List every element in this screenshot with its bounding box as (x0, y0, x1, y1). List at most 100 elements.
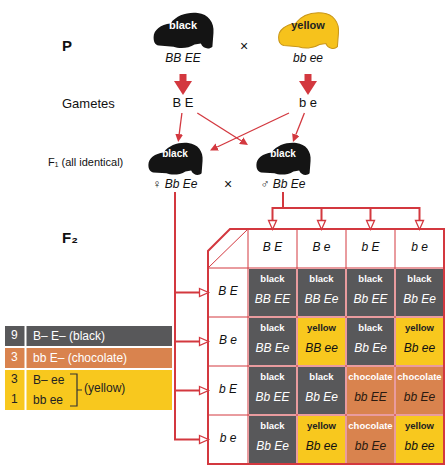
node-label: B E (209, 285, 247, 299)
legend-swatch: B– E– (black) (5, 326, 172, 346)
f1-dog: black ♂ Bb Ee (248, 142, 318, 192)
punnett-header: B e (209, 318, 247, 365)
connector-arrow (197, 113, 241, 141)
node-label: black (249, 421, 296, 432)
genotype-text: Bb Ee (249, 440, 296, 454)
node-label: b e (209, 432, 247, 446)
node-label: black (248, 148, 318, 160)
legend-swatch: bb E– (chocolate) (5, 348, 172, 368)
parent-dog: black BB EE (145, 12, 221, 74)
genotype-text: BB Ee (249, 342, 296, 356)
punnett-grid (208, 229, 444, 464)
text-label: (yellow) (84, 382, 125, 396)
punnett-cell: chocolatebb Ee (396, 367, 443, 414)
node-label: black (140, 148, 210, 160)
genotype-text: bb ee (396, 440, 443, 454)
f1-dog: black ♀ Bb Ee (140, 142, 210, 192)
connector-arrow (175, 192, 199, 440)
genotype-text: ♂ Bb Ee (248, 178, 318, 192)
punnett-cell: black Bb EE (249, 367, 296, 414)
node-label: black (249, 323, 296, 334)
punnett-header: b e (396, 230, 443, 267)
connector-arrow (273, 192, 284, 220)
node-label: black (298, 372, 345, 383)
punnett-cell: yellow Bb ee (396, 318, 443, 365)
genotype-text: Bb Ee (298, 391, 345, 405)
node-label: B e (298, 241, 345, 255)
node-label: B E (163, 96, 203, 111)
punnett-cell: blackBB Ee (298, 269, 345, 316)
legend-text: bb E– (chocolate) (33, 351, 127, 365)
punnett-border (208, 229, 444, 464)
punnett-cell: black Bb Ee (298, 367, 345, 414)
punnett-cell: black BB EE (249, 269, 296, 316)
node-label: yellow (298, 421, 345, 432)
node-label: chocolate (396, 372, 443, 383)
genotype-text: bb ee (270, 52, 346, 66)
gamete: b e (288, 95, 328, 113)
punnett-cell: blackBb Ee (347, 318, 394, 365)
genotype-text: Bb ee (396, 342, 443, 356)
connector-arrow (283, 192, 371, 220)
connector-arrow (283, 192, 322, 220)
node-label: yellow (396, 323, 443, 334)
punnett-cell: black BB Ee (249, 318, 296, 365)
genotype-text: Bb EE (249, 391, 296, 405)
node-label: B e (209, 334, 247, 348)
punnett-cell: yellowBB ee (298, 318, 345, 365)
genotype-text: bb EE (347, 391, 394, 405)
node-label: black (396, 274, 443, 285)
punnett-cell: black Bb Ee (396, 269, 443, 316)
genotype-text: BB EE (249, 293, 296, 307)
node-label: yellow (298, 323, 345, 334)
legend-text: B– E– (black) (33, 329, 105, 343)
node-label: black (347, 274, 394, 285)
connector-arrow (217, 113, 289, 147)
text-label: 1 (11, 393, 18, 407)
gamete: B E (163, 95, 203, 113)
corner-diagonal (208, 229, 248, 268)
node-label: yellow (270, 19, 346, 32)
node-label: black (347, 323, 394, 334)
text-label: 3 (11, 351, 18, 365)
genotype-text: Bb Ee (396, 293, 443, 307)
punnett-header: B E (209, 269, 247, 316)
node-label: black (249, 274, 296, 285)
legend-separator (25, 326, 27, 410)
legend-text: B– ee (33, 373, 64, 387)
connector-arrow (296, 113, 305, 135)
genotype-text: bb Ee (347, 440, 394, 454)
node-label: black (249, 372, 296, 383)
node-label: b e (396, 241, 443, 255)
text-label: 3 (11, 373, 18, 387)
connector-arrow (305, 74, 312, 81)
node-label: b E (347, 241, 394, 255)
genotype-text: Bb EE (347, 293, 394, 307)
node-label: chocolate (347, 372, 394, 383)
text-label: Gametes (62, 97, 115, 112)
node-label: black (145, 19, 221, 32)
node-label: b E (209, 383, 247, 397)
legend-text: bb ee (33, 393, 63, 407)
connector-arrow (175, 192, 199, 293)
text-label: F₁ (all identical) (48, 156, 123, 169)
text-label: × (224, 176, 232, 192)
genotype-text: Bb ee (298, 440, 345, 454)
punnett-cell: chocolate bb EE (347, 367, 394, 414)
node-label: black (298, 274, 345, 285)
node-label: yellow (396, 421, 443, 432)
punnett-cell: yellow bb ee (396, 416, 443, 463)
parent-dog: yellow bb ee (270, 12, 346, 74)
punnett-cell: black Bb Ee (249, 416, 296, 463)
punnett-header: B e (298, 230, 345, 267)
connector-arrow (179, 113, 182, 134)
node-label: chocolate (347, 421, 394, 432)
text-label: F₂ (62, 229, 78, 246)
punnett-header: b E (347, 230, 394, 267)
text-label: 9 (11, 329, 18, 343)
text-label: P (62, 37, 72, 54)
genotype-text: ♀ Bb Ee (140, 178, 210, 192)
genotype-text: BB EE (145, 52, 221, 66)
